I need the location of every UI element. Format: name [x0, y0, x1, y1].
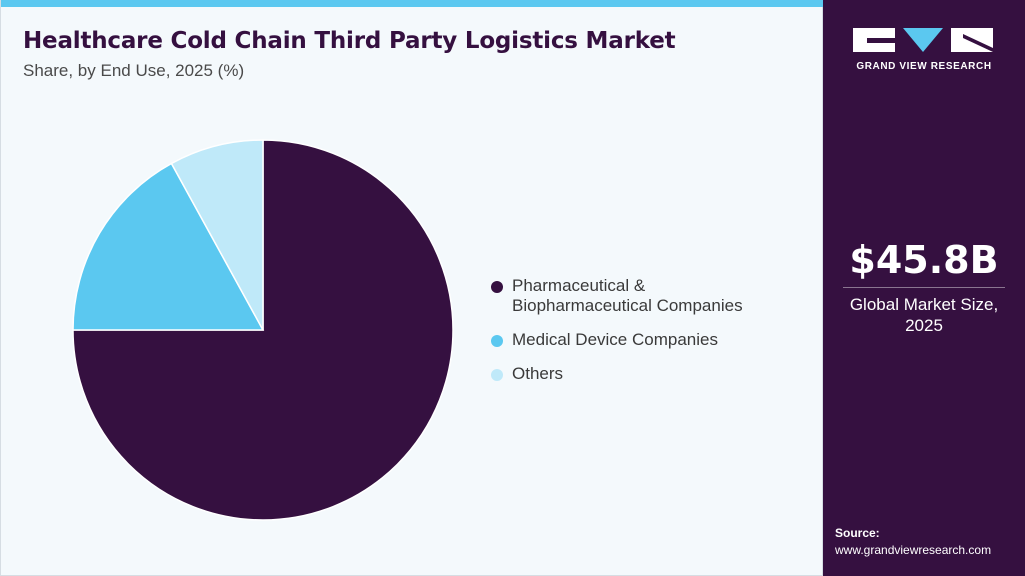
source-url: www.grandviewresearch.com	[835, 543, 992, 557]
source-label: Source:	[835, 526, 880, 540]
market-divider	[843, 287, 1005, 288]
legend-swatch-medical-device	[491, 335, 503, 347]
logo-text: GRAND VIEW RESEARCH	[856, 61, 992, 72]
grand-view-research-logo	[853, 28, 993, 52]
market-size-value: $45.8B	[849, 238, 999, 282]
pie-chart	[72, 139, 454, 521]
legend-swatch-others	[491, 369, 503, 381]
accent-bar	[1, 0, 824, 7]
side-panel: GRAND VIEW RESEARCH $45.8B Global Market…	[823, 0, 1025, 576]
legend-item-medical-device: Medical Device Companies	[491, 330, 811, 350]
legend-label-medical-device: Medical Device Companies	[512, 330, 718, 349]
legend-label-others: Others	[512, 364, 564, 383]
legend-item-pharma: Pharmaceutical & Biopharmaceutical Compa…	[491, 276, 811, 316]
legend-swatch-pharma	[491, 281, 503, 293]
legend-item-others: Others	[491, 364, 811, 384]
chart-subtitle: Share, by End Use, 2025 (%)	[23, 61, 245, 80]
market-size-label: Global Market Size, 2025	[849, 295, 999, 335]
chart-title: Healthcare Cold Chain Third Party Logist…	[23, 28, 676, 54]
legend: Pharmaceutical & Biopharmaceutical Compa…	[491, 276, 811, 398]
chart-area: Healthcare Cold Chain Third Party Logist…	[0, 0, 824, 576]
pie-slice-others	[170, 139, 264, 331]
legend-label-pharma: Pharmaceutical & Biopharmaceutical Compa…	[512, 276, 743, 315]
pie-slice-medical-device	[72, 162, 265, 331]
